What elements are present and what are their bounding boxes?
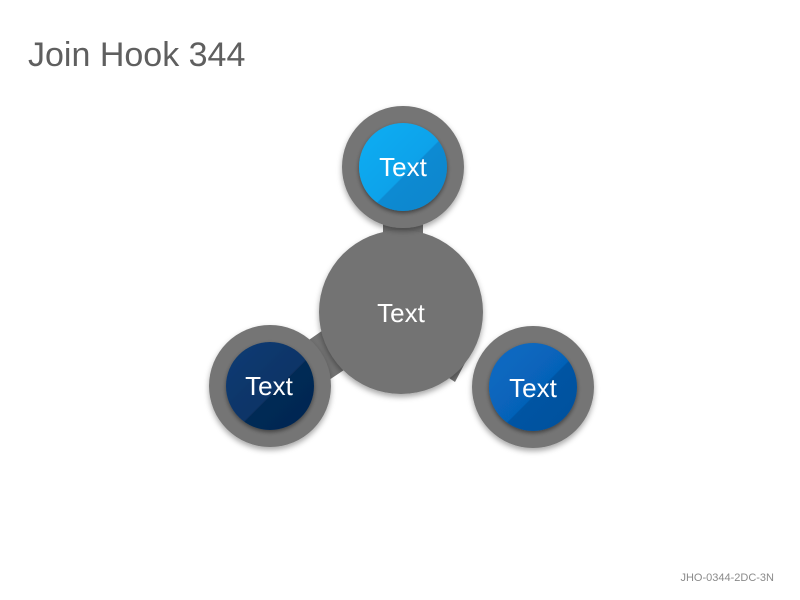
right-node-label: Text [509, 373, 557, 403]
center-node-label: Text [377, 298, 425, 328]
center-node: Text [319, 230, 483, 394]
left-node-label: Text [245, 371, 293, 401]
footer-code: JHO-0344-2DC-3N [680, 572, 774, 584]
right-node: Text [472, 326, 594, 448]
top-node-label: Text [379, 152, 427, 182]
top-node: Text [342, 106, 464, 228]
connector-left [306, 328, 347, 382]
page-title: Join Hook 344 [28, 36, 246, 74]
left-node: Text [209, 325, 331, 447]
